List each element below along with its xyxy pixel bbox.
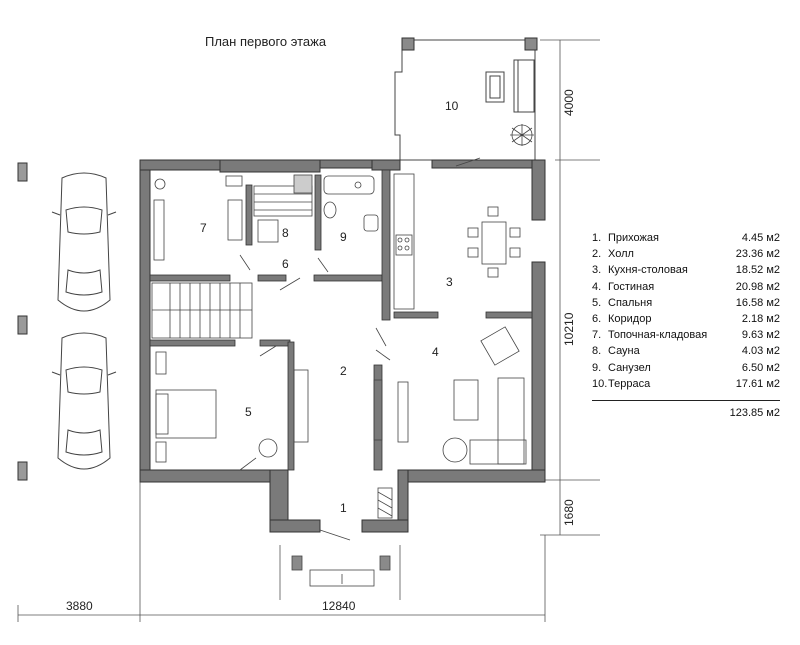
legend-row: 8. Сауна 4.03 м2 [592,343,780,359]
living-room-furniture [397,326,527,465]
dimension-lines [17,39,600,622]
legend-name: Спальня [608,296,653,309]
legend-row: 1. Прихожая 4.45 м2 [592,230,780,246]
boiler-room-fixtures [153,175,243,261]
legend-num: 5. [592,296,602,309]
staircase [151,282,253,339]
legend-num: 8. [592,345,602,358]
legend-divider [592,399,780,401]
exterior-walls [139,159,546,533]
legend-num: 10. [592,377,608,390]
room-label-7: 7 [200,221,207,235]
legend-area: 9.63 м2 [741,329,780,342]
room-label-3: 3 [446,275,453,289]
plan-title: План первого этажа [205,34,327,49]
legend-num: 6. [592,312,602,325]
dim-porch-depth: 1680 [562,499,576,526]
bathroom-fixtures [323,175,379,232]
interior-walls [149,169,533,471]
legend-name: Кухня-столовая [608,264,688,277]
legend-area: 23.36 м2 [735,248,780,261]
legend-name: Холл [608,248,634,261]
legend-total: 123.85 м2 [729,406,780,419]
legend-row: 9. Санузел 6.50 м2 [592,360,780,376]
dim-house-depth: 10210 [562,312,576,346]
legend-area: 18.52 м2 [735,264,780,277]
legend-area: 4.03 м2 [741,345,780,358]
legend-name: Прихожая [608,232,659,244]
legend-row: 6. Коридор 2.18 м2 [592,311,780,327]
room-label-6: 6 [282,257,289,271]
legend-name: Коридор [608,312,652,325]
area-legend: 1. Прихожая 4.45 м2 2. Холл 23.36 м2 3. Кухня-с… [592,230,780,419]
legend-num: 2. [592,248,602,261]
carport-posts [17,162,28,481]
legend-area: 2.18 м2 [741,312,780,325]
legend-row: 7. Топочная-кладовая 9.63 м2 [592,327,780,343]
terrace [394,37,538,161]
dim-terrace-depth: 4000 [562,89,576,116]
door-swings [239,157,481,471]
dim-carport-width: 3880 [66,599,93,613]
kitchen-fixtures [393,173,521,310]
car-bottom [51,332,117,470]
legend-name: Санузел [608,361,651,374]
legend-name: Сауна [608,345,640,358]
dim-house-width: 12840 [322,599,356,613]
legend-num: 7. [592,329,602,342]
legend-num: 9. [592,361,602,374]
sauna-benches [253,174,313,243]
legend-num: 1. [592,232,602,244]
legend-area: 20.98 м2 [735,280,780,293]
room-label-1: 1 [340,501,347,515]
legend-row: 5. Спальня 16.58 м2 [592,295,780,311]
legend-area: 4.45 м2 [741,232,780,244]
room-label-10: 10 [445,99,459,113]
bedroom-furniture [155,351,383,463]
room-labels: 1 2 3 4 5 6 7 8 9 10 [200,99,459,515]
legend-name: Топочная-кладовая [608,329,708,342]
car-top [51,172,117,312]
entrance-porch [291,487,393,587]
legend-area: 16.58 м2 [735,296,780,309]
legend-name: Терраса [608,377,651,390]
room-label-9: 9 [340,230,347,244]
legend-num: 3. [592,264,602,277]
room-label-2: 2 [340,364,347,378]
legend-row: 3. Кухня-столовая 18.52 м2 [592,262,780,278]
legend-row: 2. Холл 23.36 м2 [592,246,780,262]
legend-area: 6.50 м2 [741,361,780,374]
dimension-labels: 3880 12840 10210 1680 4000 [66,89,576,613]
legend-area: 17.61 м2 [735,377,780,390]
legend-row: 10.Терраса 17.61 м2 [592,376,780,392]
room-label-8: 8 [282,226,289,240]
room-label-5: 5 [245,405,252,419]
legend-row: 4. Гостиная 20.98 м2 [592,279,780,295]
legend-name: Гостиная [608,280,655,293]
room-label-4: 4 [432,345,439,359]
legend-num: 4. [592,280,602,293]
